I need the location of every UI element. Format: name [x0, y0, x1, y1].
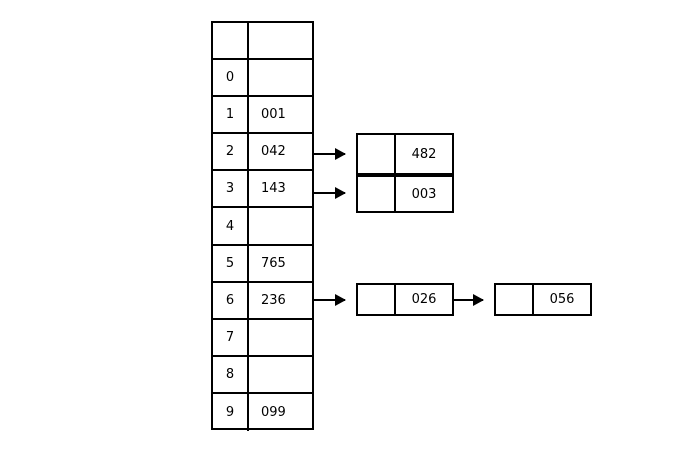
table-header-row	[213, 23, 312, 61]
bucket-value-6: 236	[261, 292, 286, 308]
bucket-value-5: 765	[261, 255, 286, 271]
bucket-value-4	[249, 208, 312, 243]
table-row: 6 236	[213, 282, 312, 320]
bucket-value-1: 001	[261, 107, 286, 123]
bucket-index-5: 5	[213, 245, 249, 281]
list-node-482: 482	[356, 133, 454, 175]
arrow-icon-bucket6-to-node026	[314, 294, 346, 306]
bucket-index-3: 3	[213, 171, 249, 207]
bucket-index-0: 0	[213, 60, 249, 96]
bucket-index-6: 6	[213, 282, 249, 318]
bucket-value-0	[249, 60, 312, 95]
node-pointer-cell	[358, 135, 396, 173]
list-node-056: 056	[494, 283, 592, 316]
bucket-index-4: 4	[213, 208, 249, 244]
header-index-cell	[213, 23, 249, 59]
hash-bucket-table: 0 1 001 2 042 3 143 4 5 765 6 236 7	[211, 21, 314, 432]
bucket-index-1: 1	[213, 97, 249, 133]
bucket-index-7: 7	[213, 319, 249, 355]
bucket-value-9: 099	[261, 404, 286, 420]
node-value-cell: 056	[549, 292, 575, 307]
arrow-icon-node026-to-node056	[454, 294, 484, 306]
bucket-value-8	[249, 357, 312, 392]
node-value-cell: 003	[411, 186, 437, 202]
node-pointer-cell	[496, 285, 534, 314]
list-node-026: 026	[356, 283, 454, 316]
bucket-value-2: 042	[261, 144, 286, 160]
bucket-value-3: 143	[261, 181, 286, 197]
table-row: 4	[213, 208, 312, 246]
node-value-cell: 026	[411, 292, 437, 307]
node-pointer-cell	[358, 177, 396, 211]
header-value-cell	[249, 23, 312, 58]
table-row: 1 001	[213, 97, 312, 135]
arrow-icon-bucket3-to-node003	[314, 187, 346, 199]
table-row: 9 099	[213, 393, 312, 432]
bucket-value-7	[249, 320, 312, 355]
node-value-cell: 482	[411, 146, 437, 162]
table-row: 0	[213, 60, 312, 98]
bucket-index-2: 2	[213, 134, 249, 170]
node-pointer-cell	[358, 285, 396, 314]
list-node-003: 003	[356, 175, 454, 213]
table-row: 2 042	[213, 134, 312, 172]
bucket-index-8: 8	[213, 356, 249, 392]
table-row: 5 765	[213, 245, 312, 283]
arrow-icon-bucket2-to-node482	[314, 148, 346, 160]
table-row: 8	[213, 356, 312, 394]
table-row: 3 143	[213, 171, 312, 209]
bucket-index-9: 9	[213, 393, 249, 432]
table-row: 7	[213, 319, 312, 357]
